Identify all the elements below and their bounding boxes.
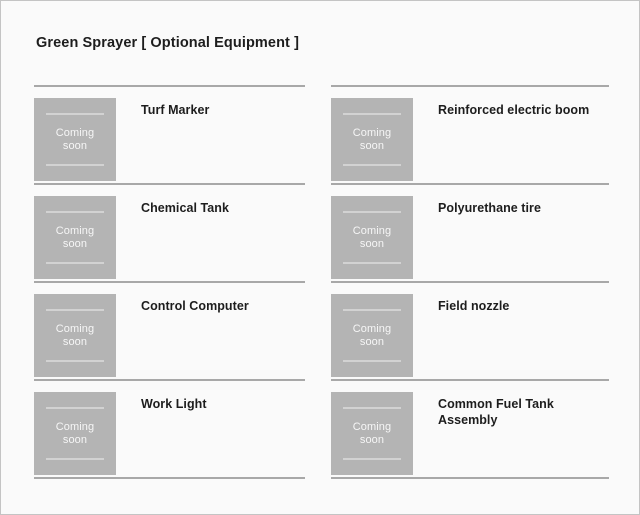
placeholder-rule-top <box>46 309 104 311</box>
placeholder-rule-bottom <box>343 262 401 264</box>
placeholder-rule-top <box>46 407 104 409</box>
placeholder-label: Coming soon <box>353 225 392 251</box>
placeholder-label-line2: soon <box>359 139 385 152</box>
equipment-item[interactable]: Coming soon Reinforced electric boom <box>331 85 609 183</box>
placeholder-label-line1: Coming <box>352 420 392 433</box>
equipment-column-right: Coming soon Reinforced electric boom Com… <box>331 85 609 479</box>
placeholder-label: Coming soon <box>353 421 392 447</box>
equipment-item[interactable]: Coming soon Common Fuel Tank Assembly <box>331 379 609 479</box>
placeholder-label: Coming soon <box>353 323 392 349</box>
image-placeholder: Coming soon <box>34 392 116 475</box>
image-placeholder: Coming soon <box>331 98 413 181</box>
equipment-column-left: Coming soon Turf Marker Coming soon Chem <box>34 85 305 479</box>
placeholder-label: Coming soon <box>56 225 95 251</box>
page-title: Green Sprayer [ Optional Equipment ] <box>36 35 300 51</box>
placeholder-label-line2: soon <box>359 335 385 348</box>
equipment-item[interactable]: Coming soon Polyurethane tire <box>331 183 609 281</box>
equipment-item-title: Common Fuel Tank Assembly <box>438 397 554 427</box>
placeholder-rule-top <box>343 113 401 115</box>
image-placeholder: Coming soon <box>331 196 413 279</box>
equipment-columns: Coming soon Turf Marker Coming soon Chem <box>1 85 639 479</box>
equipment-item[interactable]: Coming soon Control Computer <box>34 281 305 379</box>
placeholder-rule-top <box>343 211 401 213</box>
placeholder-rule-top <box>343 309 401 311</box>
equipment-item[interactable]: Coming soon Turf Marker <box>34 85 305 183</box>
placeholder-label-line1: Coming <box>55 224 95 237</box>
placeholder-label-line2: soon <box>62 335 88 348</box>
placeholder-rule-top <box>343 407 401 409</box>
equipment-item[interactable]: Coming soon Chemical Tank <box>34 183 305 281</box>
equipment-item-title: Work Light <box>141 397 207 411</box>
image-placeholder: Coming soon <box>34 98 116 181</box>
placeholder-rule-bottom <box>46 164 104 166</box>
placeholder-rule-bottom <box>343 164 401 166</box>
image-placeholder: Coming soon <box>34 294 116 377</box>
equipment-item-title: Polyurethane tire <box>438 201 541 215</box>
placeholder-label-line1: Coming <box>55 322 95 335</box>
placeholder-rule-bottom <box>46 262 104 264</box>
equipment-item-title: Field nozzle <box>438 299 510 313</box>
equipment-item-title: Turf Marker <box>141 103 210 117</box>
image-placeholder: Coming soon <box>331 294 413 377</box>
equipment-item[interactable]: Coming soon Field nozzle <box>331 281 609 379</box>
placeholder-rule-top <box>46 113 104 115</box>
placeholder-label-line2: soon <box>62 139 88 152</box>
equipment-item-title: Chemical Tank <box>141 201 229 215</box>
equipment-item[interactable]: Coming soon Work Light <box>34 379 305 479</box>
placeholder-label: Coming soon <box>56 421 95 447</box>
placeholder-rule-bottom <box>343 360 401 362</box>
placeholder-label: Coming soon <box>353 127 392 153</box>
image-placeholder: Coming soon <box>331 392 413 475</box>
placeholder-label: Coming soon <box>56 323 95 349</box>
placeholder-rule-bottom <box>46 458 104 460</box>
placeholder-label-line2: soon <box>62 433 88 446</box>
placeholder-label-line1: Coming <box>55 126 95 139</box>
equipment-item-title: Reinforced electric boom <box>438 103 590 117</box>
placeholder-label-line2: soon <box>62 237 88 250</box>
placeholder-rule-top <box>46 211 104 213</box>
placeholder-label-line1: Coming <box>55 420 95 433</box>
placeholder-label-line2: soon <box>359 237 385 250</box>
placeholder-label-line1: Coming <box>352 322 392 335</box>
placeholder-label-line1: Coming <box>352 224 392 237</box>
placeholder-label-line1: Coming <box>352 126 392 139</box>
image-placeholder: Coming soon <box>34 196 116 279</box>
placeholder-label-line2: soon <box>359 433 385 446</box>
placeholder-rule-bottom <box>46 360 104 362</box>
placeholder-rule-bottom <box>343 458 401 460</box>
equipment-item-title: Control Computer <box>141 299 249 313</box>
placeholder-label: Coming soon <box>56 127 95 153</box>
